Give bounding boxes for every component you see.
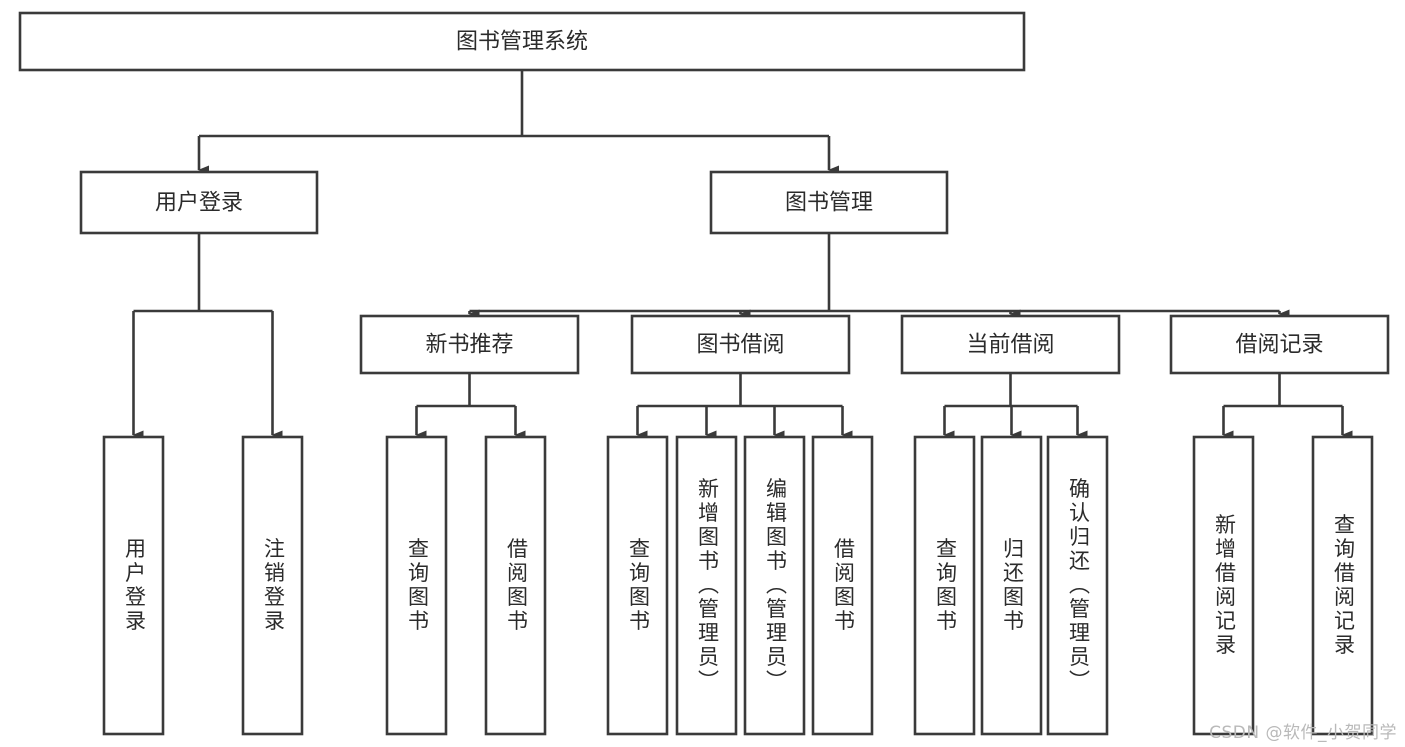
node-label: 当前借阅 — [966, 333, 1054, 358]
node-box — [18, 11, 1026, 72]
node-label: 查询借阅记录 — [1332, 514, 1356, 658]
node-box — [102, 435, 165, 736]
node-label: 图书管理 — [785, 191, 873, 216]
node-box — [630, 314, 851, 375]
node-label: 用户登录 — [123, 538, 147, 634]
node-leaf-query-book-1: 查询图书 — [385, 435, 448, 736]
node-leaf-edit-book: 编辑图书（管理员） — [743, 435, 806, 736]
node-label: 借阅图书 — [832, 538, 856, 634]
node-label: 图书借阅 — [696, 333, 784, 358]
node-leaf-logout: 注销登录 — [241, 435, 304, 736]
node-leaf-confirm-return: 确认归还（管理员） — [1046, 435, 1109, 736]
node-label: 归还图书 — [1001, 538, 1025, 634]
node-new-book-rec: 新书推荐 — [359, 314, 580, 375]
node-leaf-query-record: 查询借阅记录 — [1311, 435, 1374, 736]
node-label: 编辑图书（管理员） — [764, 478, 788, 694]
node-current-borrow: 当前借阅 — [900, 314, 1121, 375]
csdn-watermark: CSDN @软件_小贺同学 — [1209, 723, 1397, 743]
node-label: 注销登录 — [262, 538, 286, 634]
node-borrow-record: 借阅记录 — [1169, 314, 1390, 375]
node-box — [980, 435, 1043, 736]
node-box — [79, 170, 319, 235]
node-leaf-query-book-2: 查询图书 — [606, 435, 669, 736]
node-leaf-user-login: 用户登录 — [102, 435, 165, 736]
node-root: 图书管理系统 — [18, 11, 1026, 72]
node-box — [1046, 435, 1109, 736]
node-label: 图书管理系统 — [456, 30, 588, 55]
node-label: 新书推荐 — [425, 333, 513, 358]
node-label: 借阅图书 — [505, 538, 529, 634]
node-box — [1169, 314, 1390, 375]
node-label: 新增图书（管理员） — [696, 478, 720, 694]
node-label: 新增借阅记录 — [1213, 514, 1237, 658]
node-leaf-add-book: 新增图书（管理员） — [675, 435, 738, 736]
node-book-manage: 图书管理 — [709, 170, 949, 235]
node-box — [743, 435, 806, 736]
node-box — [709, 170, 949, 235]
node-box — [900, 314, 1121, 375]
node-user-login: 用户登录 — [79, 170, 319, 235]
node-box — [359, 314, 580, 375]
node-box — [811, 435, 874, 736]
node-label: 查询图书 — [627, 538, 651, 634]
node-box — [1192, 435, 1255, 736]
node-box — [675, 435, 738, 736]
node-label: 查询图书 — [406, 538, 430, 634]
nodes-layer: 图书管理系统用户登录图书管理新书推荐图书借阅当前借阅借阅记录用户登录注销登录查询… — [18, 11, 1390, 736]
edges-layer — [132, 70, 1353, 440]
node-box — [241, 435, 304, 736]
node-leaf-borrow-book-1: 借阅图书 — [484, 435, 547, 736]
node-book-borrow: 图书借阅 — [630, 314, 851, 375]
node-leaf-return-book: 归还图书 — [980, 435, 1043, 736]
node-leaf-query-book-3: 查询图书 — [913, 435, 976, 736]
node-box — [913, 435, 976, 736]
node-box — [385, 435, 448, 736]
node-leaf-add-record: 新增借阅记录 — [1192, 435, 1255, 736]
node-label: 确认归还（管理员） — [1067, 478, 1091, 694]
node-box — [1311, 435, 1374, 736]
node-box — [606, 435, 669, 736]
node-box — [484, 435, 547, 736]
node-label: 用户登录 — [155, 191, 243, 216]
node-label: 查询图书 — [934, 538, 958, 634]
node-label: 借阅记录 — [1235, 333, 1323, 358]
node-leaf-borrow-book-2: 借阅图书 — [811, 435, 874, 736]
